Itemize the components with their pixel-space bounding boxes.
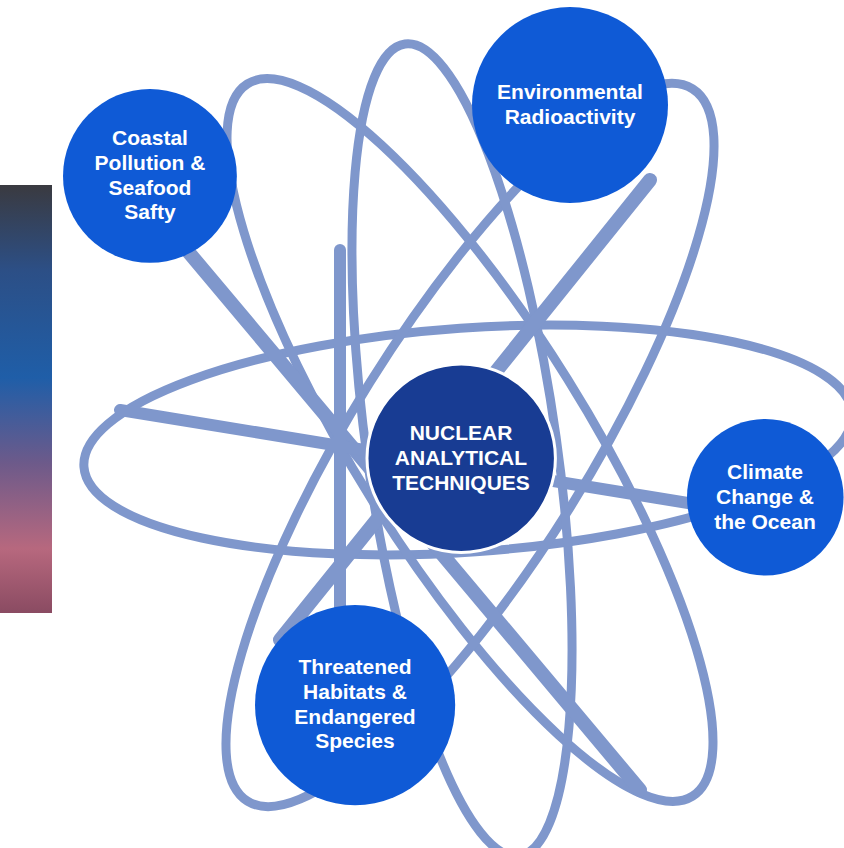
text-holder: Environmental Radioactivity <box>490 80 650 130</box>
orbit-bar <box>280 180 650 640</box>
cropped-photo <box>0 185 52 613</box>
topic-label: Coastal Pollution & Seafood Safty <box>86 126 214 225</box>
orbit-bar <box>334 250 346 640</box>
core-circle: NUCLEAR ANALYTICAL TECHNIQUES <box>365 362 557 554</box>
text-holder: NUCLEAR ANALYTICAL TECHNIQUES <box>381 421 541 495</box>
topic-circle: Environmental Radioactivity <box>470 5 670 205</box>
orbit-bar <box>120 410 700 505</box>
orbit <box>147 26 792 848</box>
text-holder: Threatened Habitats & Endangered Species <box>275 655 435 754</box>
circle-fill <box>63 89 237 263</box>
circle-fill <box>367 364 555 552</box>
circle-fill <box>255 605 455 805</box>
topic-circle: Coastal Pollution & Seafood Safty <box>61 87 239 265</box>
orbit-bar <box>170 230 640 790</box>
orbit <box>76 301 844 578</box>
topic-label: NUCLEAR ANALYTICAL TECHNIQUES <box>381 421 541 495</box>
topic-label: Threatened Habitats & Endangered Species <box>275 655 435 754</box>
topic-label: Environmental Radioactivity <box>490 80 650 130</box>
circle-fill <box>687 419 844 576</box>
topic-circle: Climate Change & the Ocean <box>685 417 844 578</box>
circle-fill <box>472 7 668 203</box>
text-holder: Climate Change & the Ocean <box>703 460 827 534</box>
topic-label: Climate Change & the Ocean <box>703 460 827 534</box>
text-holder: Coastal Pollution & Seafood Safty <box>86 126 214 225</box>
topic-circle: Threatened Habitats & Endangered Species <box>253 603 457 807</box>
